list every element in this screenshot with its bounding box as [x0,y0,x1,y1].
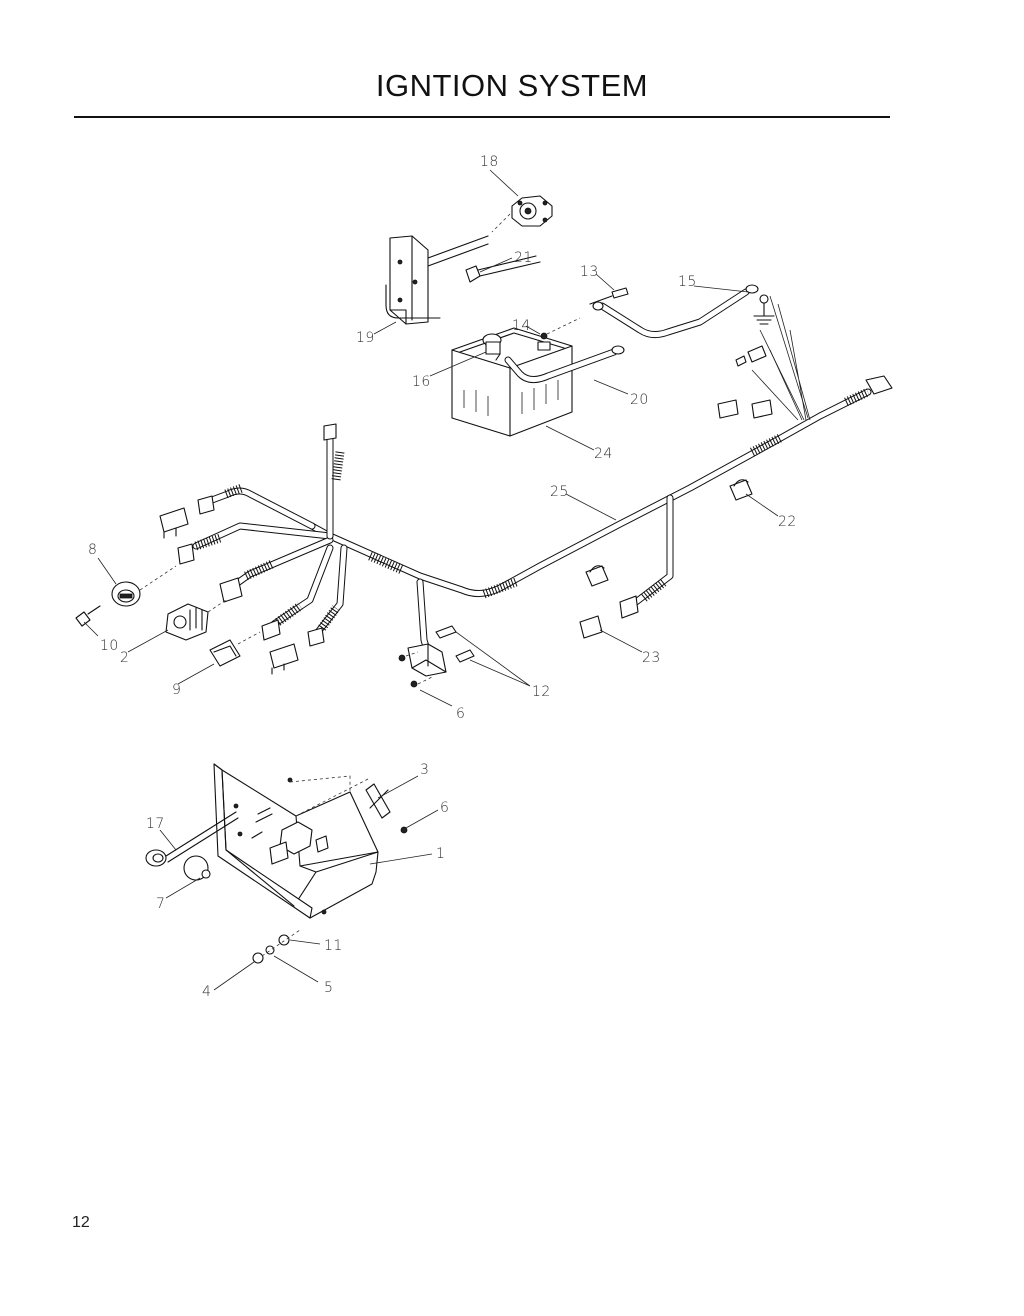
callout-23: 23 [642,650,661,666]
harness-clip-22 [729,479,753,501]
page-number: 12 [72,1214,90,1231]
callout-16: 16 [412,374,431,390]
battery-cable-negative [504,345,625,383]
battery-bolt [589,287,629,305]
battery [451,327,573,437]
callout-18: 18 [480,154,499,170]
callout-11: 11 [324,938,343,954]
callout-9: 9 [172,682,181,698]
callout-10: 10 [100,638,119,654]
ignition-key [75,605,101,627]
callout-5: 5 [324,980,333,996]
page-title: IGNTION SYSTEM [375,68,649,103]
harness-clip-mid [585,565,609,587]
seat-switch-mount [398,625,475,688]
nut-6-lower [400,826,408,834]
hardware-4-5-11 [252,929,301,964]
callout-3: 3 [420,762,429,778]
battery-cable-positive [592,284,759,339]
plug-23 [579,615,603,639]
callout-1: 1 [436,846,445,862]
callout-14: 14 [512,318,531,334]
ground-symbol [753,294,775,325]
seat-switch-plug [269,643,299,675]
callout-19: 19 [356,330,375,346]
callout-7: 7 [156,896,165,912]
callout-20: 20 [630,392,649,408]
solenoid [491,195,553,233]
battery-bracket [385,235,489,325]
callout-6-lower: 6 [440,800,449,816]
callout-6-upper: 6 [456,706,465,722]
nut-7 [201,869,211,879]
choke-knob [145,811,239,881]
leader-lines [83,169,779,991]
callout-13: 13 [580,264,599,280]
callout-12: 12 [532,684,551,700]
title-rule [74,116,890,118]
callout-2: 2 [120,650,129,666]
pto-switch [209,631,261,667]
pto-switch-plug [159,507,189,539]
light-switch [165,599,227,641]
callout-17: 17 [146,816,165,832]
rubber-bushing [465,255,541,283]
bracket-3 [365,783,391,819]
callout-21: 21 [514,250,533,266]
nut-14 [540,317,581,340]
callout-8: 8 [88,542,97,558]
callout-15: 15 [678,274,697,290]
callout-24: 24 [594,446,613,462]
callout-25: 25 [550,484,569,500]
callout-4: 4 [202,984,211,1000]
callout-labels: 18 21 13 15 14 19 16 20 24 25 22 8 10 2 … [88,154,797,1000]
callout-22: 22 [778,514,797,530]
dash-mount-plate [213,763,379,919]
wiring-harness [177,295,893,664]
key-switch [111,565,177,607]
